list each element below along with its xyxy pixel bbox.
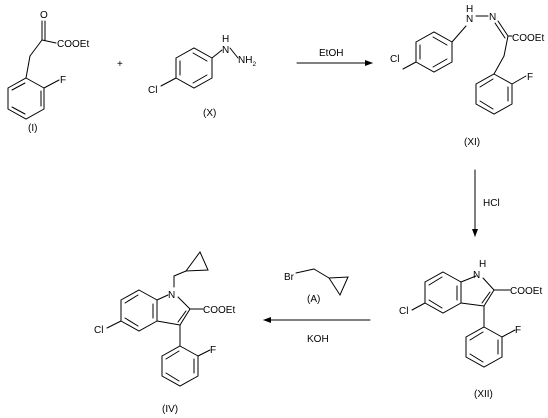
reagent-a-label: (A) [307,294,320,305]
condition-step-2: HCl [483,198,500,209]
compound-xi: Cl H N N COOEt F (XI) [390,4,544,148]
compound-iv-label: (IV) [162,404,178,415]
condition-step-3: KOH [307,334,329,345]
compound-x-chloro: Cl [148,85,157,96]
reagent-a: Br (A) [284,268,349,305]
compound-xii-structure [411,271,516,368]
compound-xii-chloro: Cl [399,306,408,317]
compound-xii-fluoro: F [515,325,521,336]
compound-x-nh2-text: NH [238,55,252,66]
compound-xi-nh-nitrogen: N [466,14,473,25]
compound-x-nh-hydrogen: H [222,34,229,45]
compound-xii-nh-hydrogen: H [479,259,486,270]
compound-x-label: (X) [203,108,216,119]
condition-step-1: EtOH [319,48,343,59]
compound-iv-fluoro: F [210,345,216,356]
reagent-a-structure [295,268,349,297]
plus-sign: + [117,59,123,70]
compound-xi-label: (XI) [464,137,480,148]
compound-i-label: (I) [28,123,37,134]
compound-xi-structure [402,15,527,115]
compound-iv-ester: COOEt [203,305,235,316]
compound-i: O COOEt F (I) [7,10,89,134]
compound-iv-nitrogen: N [168,290,175,301]
compound-iv-structure [106,251,211,387]
compound-x-nh-nitrogen: N [222,45,229,56]
compound-xi-chloro: Cl [390,54,399,65]
compound-xi-fluoro: F [527,72,533,83]
compound-iv-chloro: Cl [94,325,103,336]
compound-i-ester: COOEt [57,39,89,50]
compound-xi-imine-nitrogen: N [489,12,496,23]
compound-x-structure [160,47,239,89]
compound-iv: N COOEt Cl F (IV) [94,251,235,415]
compound-xi-nh-hydrogen: H [466,4,473,15]
compound-x-nh2-subscript: 2 [252,61,256,68]
compound-xii-label: (XII) [474,389,493,400]
compound-xi-ester: COOEt [512,33,544,44]
reagent-a-bromo: Br [284,272,295,283]
compound-i-fluoro: F [60,75,66,86]
compound-xii: H N COOEt Cl F (XII) [399,259,542,400]
compound-i-structure [7,20,60,120]
compound-xii-ester: COOEt [510,286,542,297]
compound-x-nh2: NH2 [238,55,256,68]
compound-i-oxo-atom: O [40,10,48,21]
compound-x: Cl H N NH2 (X) [148,34,256,119]
compound-xii-nh-nitrogen: N [473,270,480,281]
